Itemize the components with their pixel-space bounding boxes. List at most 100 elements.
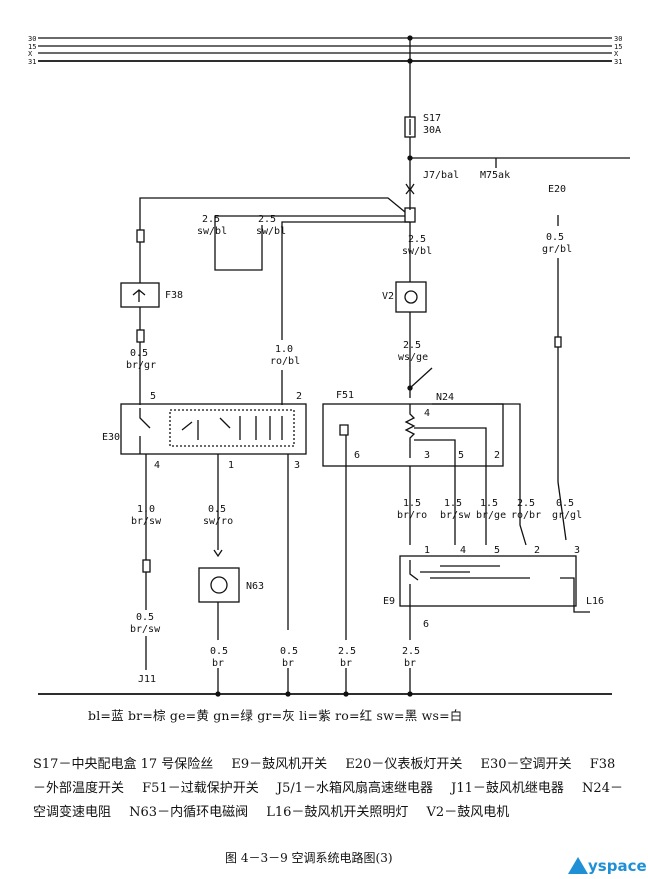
wire-size-f38: 0.5 [130,348,148,359]
wire-size-j11: 0.5 [136,612,154,623]
component-descriptions: S17－中央配电盒 17 号保险丝 E9－鼓风机开关 E20－仪表板灯开关 E3… [33,753,628,825]
rail-label-15-left: 15 [28,43,36,51]
desc-e20: E20－仪表板灯开关 [345,757,463,772]
rail-label-15-right: 15 [614,43,622,51]
wire-size-e30-gnd: 0.5 [280,646,298,657]
logo-text: yspace [588,857,647,875]
wire-size-grgl: 0.5 [556,498,574,509]
desc-f51: F51－过载保护开关 [142,781,259,796]
m75-label: M75ak [480,170,510,181]
v2-label: V2 [382,291,394,302]
wire-size-brro: 1.5 [403,498,421,509]
e20-label: E20 [548,184,566,195]
wire-color-v2: ws/ge [398,352,428,363]
e30-pin-1: 1 [228,460,234,471]
f38-box [120,282,160,308]
wire-size-v2: 2.5 [403,340,421,351]
wire-color-n63-gnd: br [212,658,224,669]
wire-color-e30-1: sw/ro [203,516,233,527]
wire-size-n63-gnd: 0.5 [210,646,228,657]
wire-size-robr: 2.5 [517,498,535,509]
wire-color-b: sw/bl [256,226,286,237]
wire-size-e20: 0.5 [546,232,564,243]
rail-label-30-right: 30 [614,35,622,43]
wire-size-e30-4: 1.0 [137,504,155,515]
wire-color-robl: ro/bl [270,356,300,367]
e30-box [120,403,307,455]
n24-pin-4: 4 [424,408,430,419]
wire-color-e30-4: br/sw [131,516,162,527]
e30-pin-2: 2 [296,391,302,402]
n24-label: N24 [436,392,454,403]
splitter-connector [139,197,416,340]
f51-label: F51 [336,390,354,401]
wire-size-robl: 1.0 [275,344,293,355]
wire-size-brge: 1.5 [480,498,498,509]
wire-color-robr: ro/br [511,510,541,521]
n24-resistor: N24 4 3 5 2 [404,392,527,546]
n63-label: N63 [246,581,264,592]
e9-pin-2: 2 [534,545,540,556]
rail-label-x-right: X [614,50,619,58]
e30-pin-5: 5 [150,391,156,402]
e9-pin-3: 3 [574,545,580,556]
wire-color-e30-gnd: br [282,658,294,669]
e9-pin-6: 6 [423,619,429,630]
n63-box [198,567,240,603]
wire-color-brro: br/ro [397,510,427,521]
e20-branch: E20 0.5 gr/bl [542,184,572,541]
desc-e9: E9－鼓风机开关 [231,757,328,772]
s17-label: S17 [423,113,441,124]
n24-pin-5: 5 [458,450,464,461]
e9-box [399,555,577,607]
e9-pin-4: 4 [460,545,466,556]
wire-size-e9-gnd: 2.5 [402,646,420,657]
n24-pin-3: 3 [424,450,430,461]
j7-pin-label: J7/bal [423,170,459,181]
wire-size-e30-1: 0.5 [208,504,226,515]
main-feed: S17 30A J7/bal M75ak [404,35,630,210]
desc-n63: N63－内循环电磁阀 [129,805,249,820]
n63-valve: N63 [198,549,264,640]
e30-pin-4: 4 [154,460,160,471]
wire-color-brge: br/ge [476,510,506,521]
power-rails: 30 15 X 31 30 15 X 31 [28,35,622,66]
rail-label-30-left: 30 [28,35,36,43]
f38-label: F38 [165,290,183,301]
wire-color-f38: br/gr [126,360,156,371]
desc-j11: J11－鼓风机继电器 [451,781,564,796]
desc-l16: L16－鼓风机开关照明灯 [266,805,409,820]
wire-size-brsw: 1.5 [444,498,462,509]
rail-label-31-left: 31 [28,58,36,66]
figure-caption: 图 4－3－9 空调系统电路图(3) [225,851,393,865]
wire-size-a: 2.5 [202,214,220,225]
v2-motor: V2 2.5 ws/ge [382,281,433,398]
wire-color-a: sw/bl [197,226,227,237]
f51-pin-6: 6 [354,450,360,461]
e9-pin-1: 1 [424,545,430,556]
e9-switch: 1 4 5 2 3 E9 L16 6 [383,545,604,640]
wire-size-f51-gnd: 2.5 [338,646,356,657]
yspace-logo: yspace [568,855,647,877]
e30-pin-3: 3 [294,460,300,471]
wire-color-brsw: br/sw [440,510,471,521]
logo-triangle-icon [568,857,588,874]
desc-n24: N24－空调变速电阻 [33,781,623,820]
wire-size-b: 2.5 [258,214,276,225]
rail-label-x-left: X [28,50,33,58]
desc-s17: S17－中央配电盒 17 号保险丝 [33,757,214,772]
wire-color-e20: gr/bl [542,244,572,255]
wire-color-grgl: gr/gl [552,510,582,521]
s17-rating: 30A [423,125,441,136]
desc-e30: E30－空调开关 [480,757,572,772]
rail-label-31-right: 31 [614,58,622,66]
wire-size-c: 2.5 [408,234,426,245]
wire-color-f51-gnd: br [340,658,352,669]
wire-color-e9-gnd: br [404,658,416,669]
e30-switch: E30 5 2 4 1 3 [102,391,307,630]
wire-color-j11: br/sw [130,624,161,635]
f51-n24-box [322,403,504,467]
f38-switch: F38 0.5 br/gr [120,229,183,405]
j11-label: J11 [138,674,156,685]
